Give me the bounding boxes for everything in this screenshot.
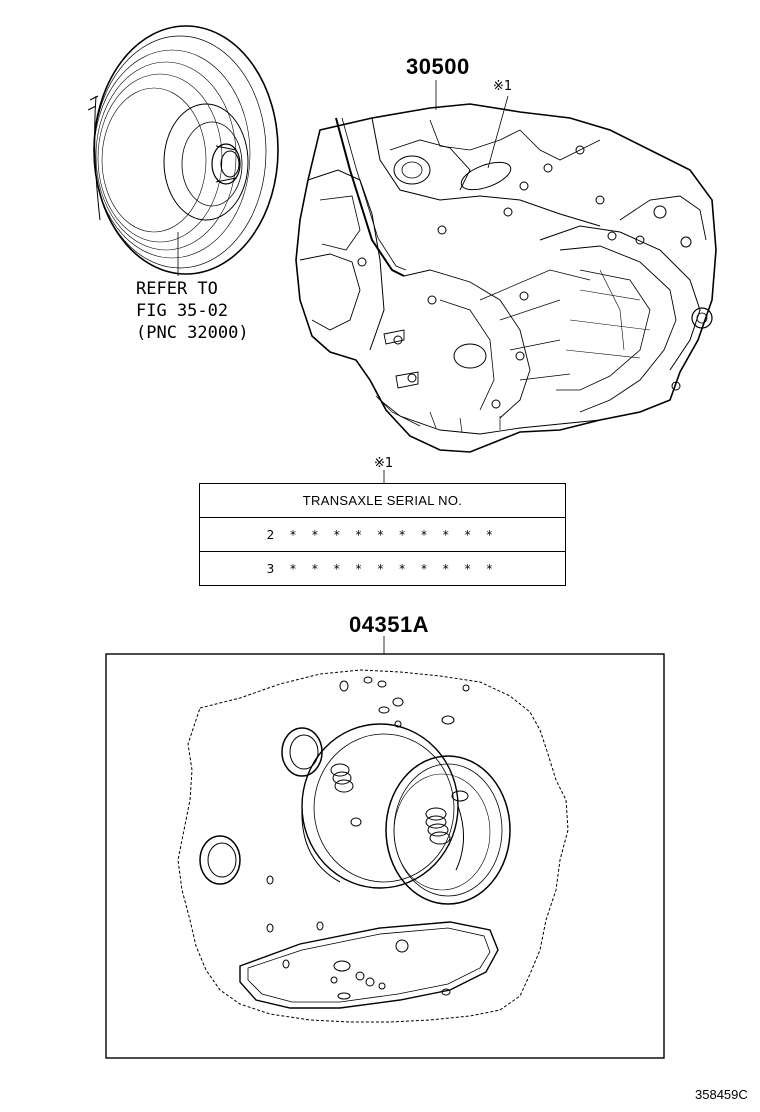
torque-converter-illustration [87, 25, 279, 276]
note-marker-top: ※1 [493, 79, 513, 94]
refer-line-1: REFER TO [136, 279, 218, 299]
figure-id: 358459C [695, 1087, 748, 1102]
transaxle-assembly-illustration [295, 80, 717, 453]
serial-table-header: TRANSAXLE SERIAL NO. [199, 483, 566, 518]
part-number-04351A[interactable]: 04351A [349, 612, 430, 637]
serial-table-row: 3 * * * * * * * * * * [199, 551, 566, 586]
refer-line-3[interactable]: (PNC 32000) [136, 323, 249, 343]
serial-table-row: 2 * * * * * * * * * * [199, 517, 566, 552]
gasket-kit-illustration [105, 636, 665, 1059]
kit-frame [105, 653, 665, 1059]
serial-number-table: TRANSAXLE SERIAL NO. 2 * * * * * * * * *… [199, 483, 566, 586]
note-marker-table: ※1 [374, 456, 394, 471]
refer-line-2: FIG 35-02 [136, 301, 229, 321]
part-number-30500[interactable]: 30500 [406, 54, 470, 79]
